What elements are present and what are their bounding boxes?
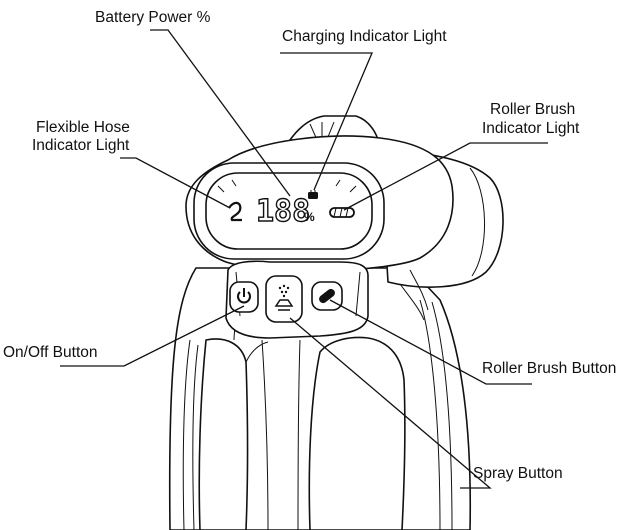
on-off-button[interactable] — [229, 281, 259, 313]
lcd-display: 188 % — [228, 190, 355, 230]
battery-digits: 188 — [256, 194, 310, 229]
hose-icon — [228, 201, 242, 222]
label-flexible-hose-1: Flexible Hose — [36, 119, 130, 136]
brush-button-icon — [319, 288, 335, 304]
charging-icon — [308, 190, 318, 199]
roller-brush-button[interactable] — [311, 281, 343, 311]
label-flexible-hose-2: Indicator Light — [32, 137, 130, 154]
power-icon — [237, 288, 251, 304]
spray-button[interactable] — [265, 275, 303, 323]
label-on-off-button: On/Off Button — [3, 344, 98, 361]
callout-labels: Battery Power % Charging Indicator Light… — [3, 9, 616, 482]
spray-icon — [274, 284, 294, 311]
roller-brush-icon — [329, 207, 355, 218]
leader-lines — [60, 29, 548, 489]
label-spray-button: Spray Button — [473, 465, 563, 482]
label-roller-brush-button: Roller Brush Button — [482, 360, 616, 377]
label-battery-power: Battery Power % — [95, 9, 211, 26]
percent-sign: % — [304, 210, 315, 224]
label-charging-indicator: Charging Indicator Light — [282, 28, 447, 45]
display-head — [185, 135, 454, 272]
label-roller-brush-indicator-1: Roller Brush — [490, 101, 575, 118]
label-roller-brush-indicator-2: Indicator Light — [482, 120, 580, 137]
